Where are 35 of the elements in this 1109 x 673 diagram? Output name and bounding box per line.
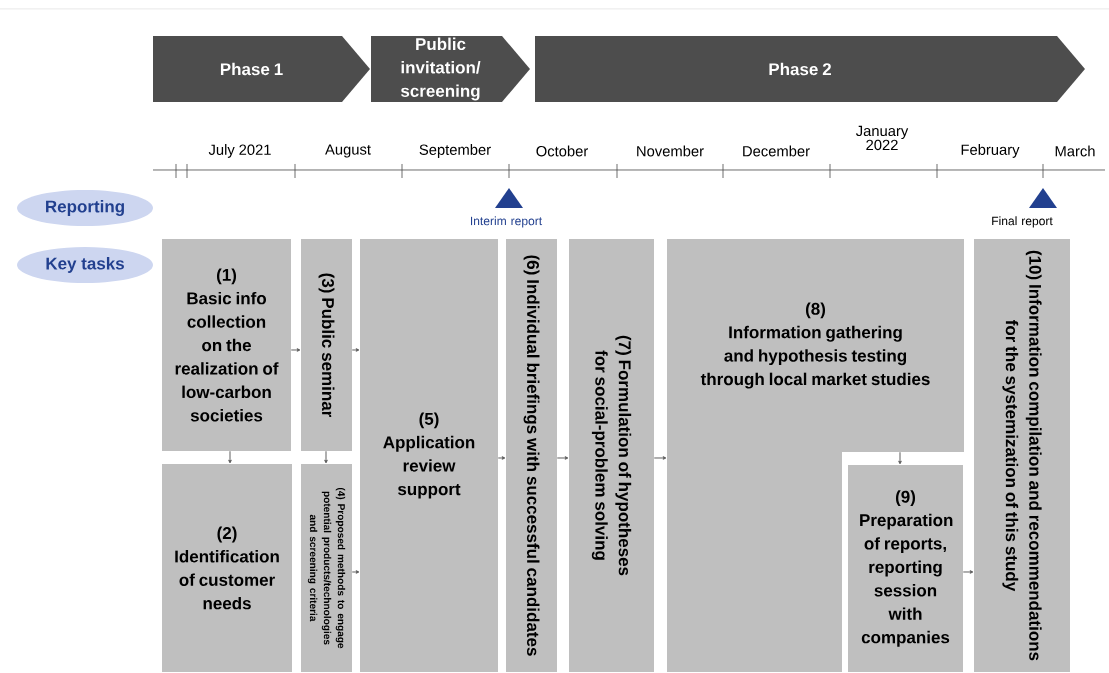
month-label: September — [419, 144, 491, 158]
task-box: (7) Formulation of hypotheses for social-problem solving — [569, 239, 654, 672]
month-label: February — [961, 144, 1020, 158]
task-box: (4) Proposed methods to engage potential products/technologies and screening criteria — [301, 464, 352, 672]
task-box: (2) Identification of customer needs — [162, 464, 292, 672]
month-label: January 2022 — [856, 125, 909, 151]
arrow — [351, 570, 360, 574]
arrow — [324, 450, 328, 464]
month-label: March — [1055, 145, 1095, 157]
arrow — [290, 348, 301, 352]
task-box: (10) Information compilation and recommendations for the systemization of this study — [974, 239, 1070, 672]
row-label: Reporting — [17, 190, 153, 226]
task-box: (6) Individual briefings with successful candidates — [506, 239, 557, 672]
phase-band: Phase 2 — [535, 36, 1085, 102]
arrow — [898, 451, 902, 465]
arrow — [962, 570, 974, 574]
phase-band: Public invitation/ screening — [371, 36, 530, 102]
arrow — [351, 348, 360, 352]
arrow — [556, 456, 569, 460]
phase-band: Phase 1 — [153, 36, 370, 102]
month-label: August — [325, 144, 371, 158]
milestone-label: Interim report — [470, 216, 543, 228]
month-label: November — [637, 145, 704, 157]
arrow — [653, 456, 667, 460]
row-label: Key tasks — [17, 247, 153, 283]
arrow — [228, 450, 232, 464]
task-box: (1) Basic info collection on the realization of low-carbon societies — [162, 239, 291, 451]
task-box: (3) Public seminar — [301, 239, 352, 451]
arrow — [497, 456, 506, 460]
month-label: December — [743, 145, 810, 157]
task-box: (5) Application review support — [360, 239, 498, 672]
milestone-label: Final report — [992, 216, 1053, 228]
task-box: (9) Preparation of reports, reporting session with companies — [848, 465, 963, 672]
month-label: July 2021 — [208, 144, 271, 158]
month-label: October — [536, 145, 588, 157]
